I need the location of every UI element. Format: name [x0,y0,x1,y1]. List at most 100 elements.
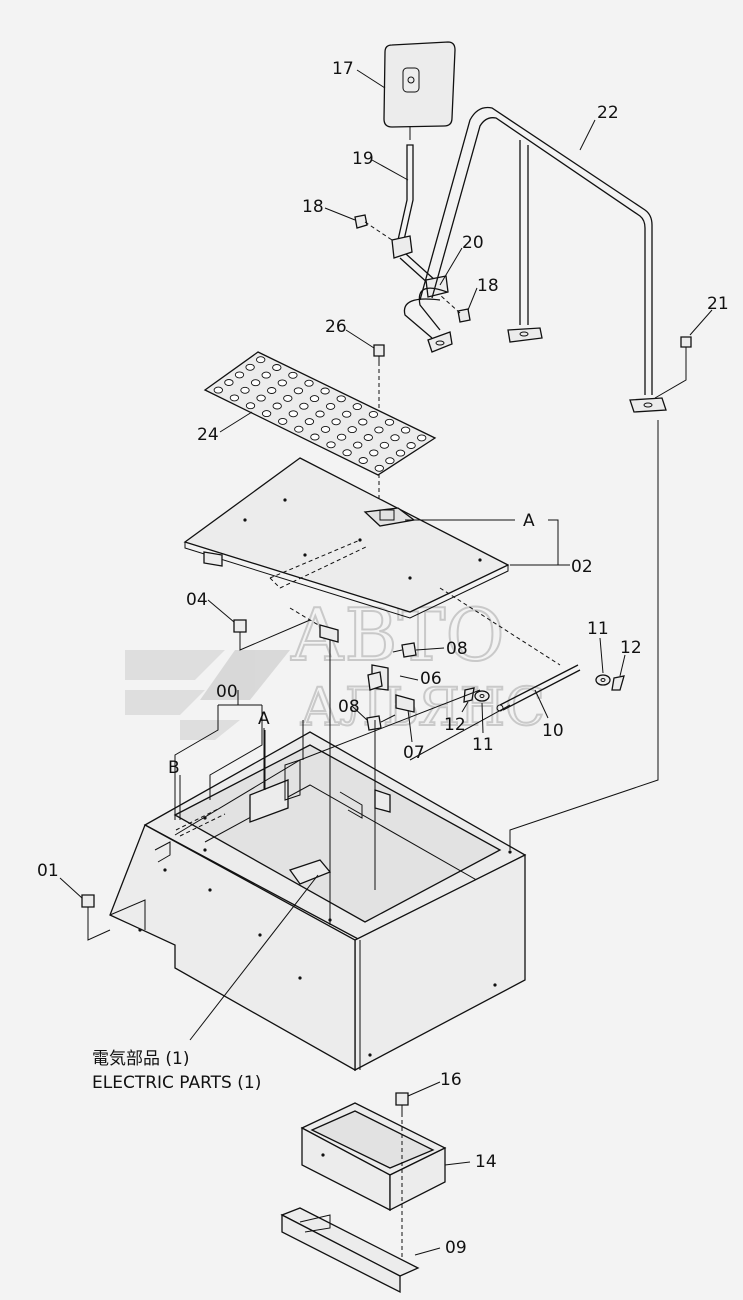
step-plate-hole [224,379,234,386]
step-plate-hole [379,441,390,449]
callout-12a: 12 [620,638,642,658]
step-plate-hole [352,403,362,411]
step-plate-hole [278,417,288,425]
part-bracket-07 [395,694,415,713]
callout-11a: 11 [587,619,609,639]
callout-20: 20 [462,233,484,253]
step-plate-hole [240,386,250,394]
watermark-logo-icon [125,650,290,740]
part-mirror [383,41,456,140]
step-plate-hole [320,387,330,395]
step-plate-hole [342,410,352,418]
callout-06: 06 [420,669,442,689]
step-plate-hole [342,449,352,457]
callout-17: 17 [332,59,354,79]
step-plate-hole [320,425,331,433]
part-bracket-09 [280,1207,420,1294]
step-plate-hole [245,402,256,410]
step-plate-hole [256,356,266,364]
electric-parts-leader [189,874,319,1041]
step-plate-hole [304,379,314,387]
callout-A-box: A [258,709,270,729]
step-plate-hole [358,457,368,464]
callout-26: 26 [325,317,347,337]
callout-22: 22 [597,103,619,123]
step-plate-hole [277,379,287,387]
callout-04: 04 [186,590,208,610]
callout-19: 19 [352,149,374,169]
box-leaders [174,420,659,925]
step-plate-hole [309,395,320,403]
step-plate-hole [272,402,282,410]
step-plate-hole [347,426,357,434]
step-plate-hole [336,395,346,403]
part-hinge [319,624,339,643]
callout-labels: 17 19 22 18 20 18 21 26 24 A 02 04 11 12… [37,59,729,1258]
step-plate-hole [288,410,298,418]
step-plate-hole [368,410,379,418]
part-tray-14 [300,1102,447,1212]
step-plate-hole [400,426,411,434]
bolt-08a-icon [392,642,417,658]
step-plate-hole [369,449,379,457]
step-plate-hole [304,418,315,426]
step-plate-hole [229,394,240,402]
callout-02: 02 [571,557,593,577]
step-plate-hole [234,371,245,379]
callout-21: 21 [707,294,729,314]
callout-18a: 18 [302,197,324,217]
step-plate-hole [353,441,363,449]
part-lock-06 [367,664,389,691]
step-plate-hole [363,434,373,441]
bolt-01-icon [81,894,111,941]
step-plate-hole [336,433,347,441]
step-plate-hole [256,394,266,402]
part-rod-10 [463,664,625,712]
callout-11b: 11 [472,735,494,755]
step-plate-hole [283,394,293,402]
step-plate-hole [250,379,261,387]
callout-09: 09 [445,1238,467,1258]
bolt-16-icon [395,1092,409,1272]
step-plate-hole [417,434,427,442]
callout-24: 24 [197,425,219,445]
step-plate-hole [325,402,336,410]
step-plate-hole [310,433,320,441]
step-plate-hole [213,386,223,394]
part-mirror-stay [391,144,449,298]
callout-14: 14 [475,1152,497,1172]
callout-12b: 12 [444,715,466,735]
step-plate-hole [315,410,325,418]
electric-parts-label-en: ELECTRIC PARTS (1) [92,1073,261,1093]
callout-leaders [59,69,713,1256]
bolt-18b-icon [439,294,471,323]
step-plate-hole [326,441,336,449]
callout-00: 00 [216,682,238,702]
step-plate-hole [294,425,304,433]
callout-08b: 08 [338,697,360,717]
step-plate-hole [299,402,309,410]
step-plate-hole [272,364,282,371]
step-plate-hole [245,363,255,371]
step-plate-hole [390,434,400,442]
step-plate-hole [374,464,384,472]
part-handrail [403,106,667,413]
step-plate-hole [331,418,341,426]
part-box [109,731,527,1072]
part-step-plate [203,351,437,476]
callout-10: 10 [542,721,564,741]
step-plate-hole [384,418,395,426]
bolt-18a-icon [354,214,393,241]
callout-07: 07 [403,743,425,763]
cover-leaders [405,519,570,566]
step-plate-hole [358,418,368,426]
electric-parts-label-jp: 電気部品 (1) [92,1049,189,1069]
step-plate-hole [261,410,272,418]
callout-16: 16 [440,1070,462,1090]
part-cover [183,457,561,666]
step-plate-hole [293,387,304,395]
step-plate-hole [267,387,277,394]
step-plate-hole [374,426,384,434]
callout-A-cover: A [523,511,535,531]
